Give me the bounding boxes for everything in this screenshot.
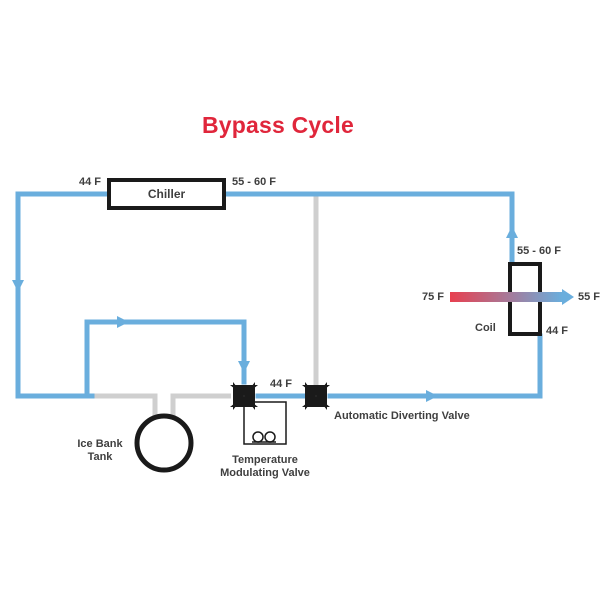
flow-arrow-icon — [506, 226, 518, 238]
flow-arrow-icon — [238, 361, 250, 373]
flow-arrow-icon — [117, 316, 129, 328]
temperature-modulating-valve-label: Temperature Modulating Valve — [220, 454, 310, 479]
coil-label: Coil — [475, 322, 496, 334]
flow-arrow-icon — [426, 390, 438, 402]
coil-supply-pipe — [327, 333, 543, 399]
actuator-icon — [252, 431, 276, 443]
flow-arrows — [12, 226, 518, 402]
chiller-outlet-temp: 55 - 60 F — [232, 176, 277, 188]
bypass-piping — [92, 194, 319, 416]
air-out-temp: 55 F — [578, 291, 600, 303]
valve-between-temp: 44 F — [270, 378, 293, 390]
temperature-modulating-valve — [230, 382, 287, 445]
ice-bank-tank-label: Ice Bank Tank — [77, 438, 123, 463]
three-way-valve-icon — [230, 382, 258, 410]
ice-bank-tank — [134, 413, 194, 473]
valve-actuator-frame — [243, 401, 287, 445]
chiller-inlet-temp: 44 F — [79, 176, 102, 188]
chiller-box — [107, 178, 226, 210]
main-loop-piping — [15, 191, 543, 399]
coil-outlet-temp: 55 - 60 F — [517, 245, 562, 257]
automatic-diverting-valve-label: Automatic Diverting Valve — [334, 410, 470, 422]
tank-supply-pipe — [170, 393, 231, 416]
diagram-title: Bypass Cycle — [202, 112, 354, 138]
air-stream-arrow — [450, 289, 574, 305]
air-stream-bar — [450, 292, 562, 302]
automatic-diverting-valve — [302, 382, 330, 410]
tank-return-pipe — [92, 393, 158, 416]
upper-bypass-pipe — [84, 319, 247, 399]
air-in-temp: 75 F — [422, 291, 445, 303]
coil-inlet-temp: 44 F — [546, 325, 569, 337]
flow-arrow-icon — [12, 280, 24, 292]
three-way-valve-icon — [302, 382, 330, 410]
air-arrow-icon — [562, 289, 574, 305]
chiller-label: Chiller — [147, 187, 186, 201]
